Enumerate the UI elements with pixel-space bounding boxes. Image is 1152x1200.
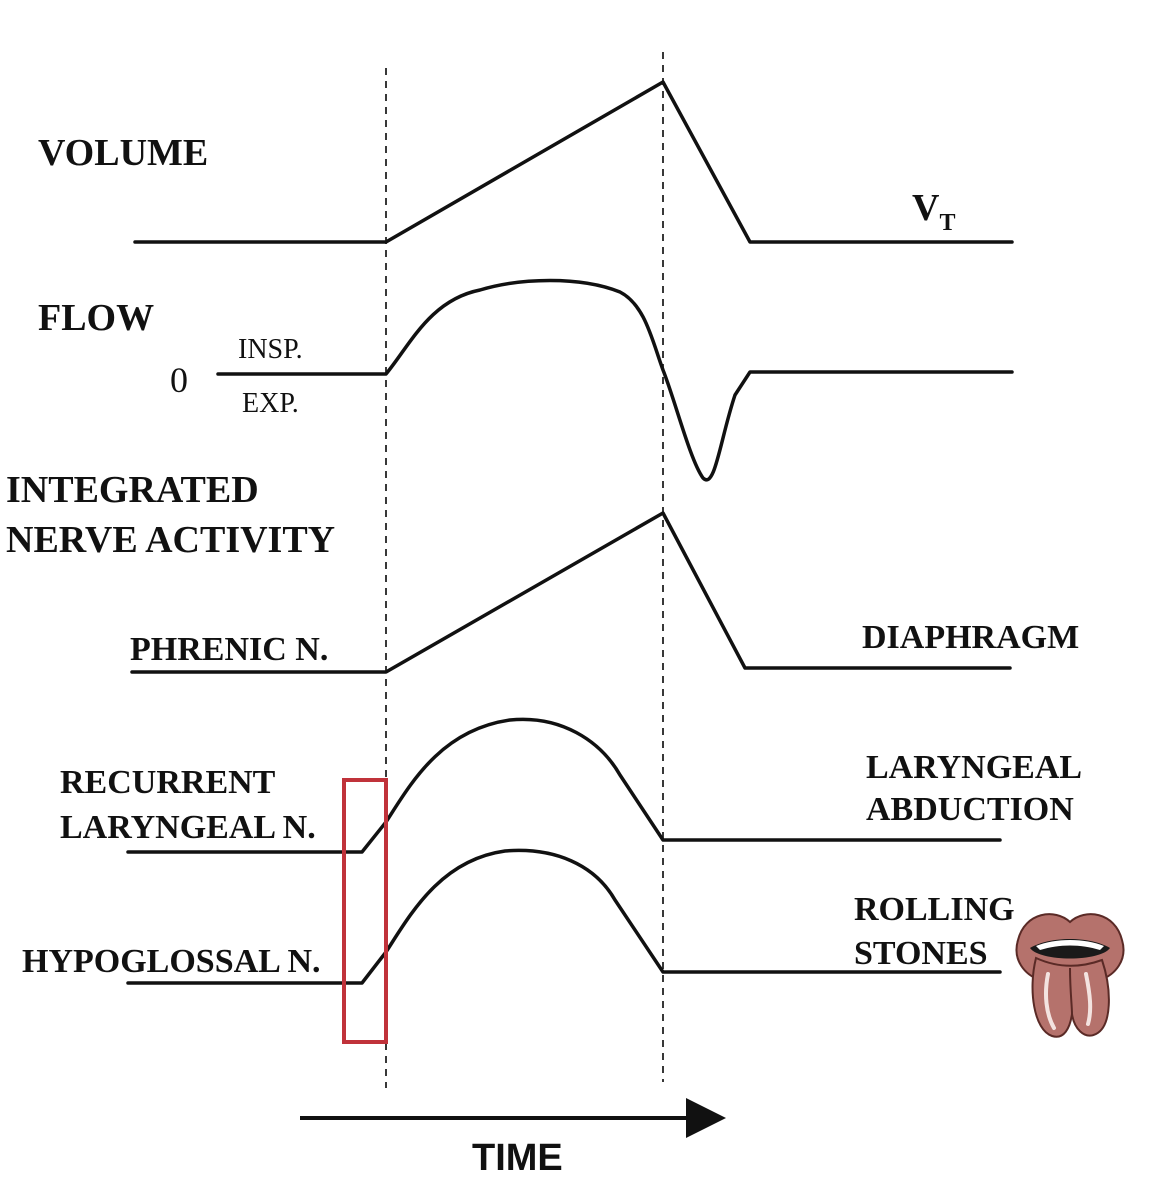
time-label: TIME (472, 1137, 563, 1179)
volume-label: VOLUME (38, 132, 208, 174)
diaphragm-label: DIAPHRAGM (862, 619, 1079, 656)
volume-trace (133, 80, 1014, 244)
recurrent-laryngeal-trace (126, 717, 1002, 854)
rolling-stones-label-line2: STONES (854, 935, 988, 972)
phrenic-label: PHRENIC N. (130, 631, 328, 668)
recurrent-laryngeal-label-line1: RECURRENT (60, 764, 276, 801)
flow-trace (216, 278, 1014, 482)
onset-highlight-box (342, 778, 388, 1044)
rolling-stones-label-line1: ROLLING (854, 891, 1015, 928)
exp-label: EXP. (242, 388, 299, 419)
hypoglossal-trace (126, 848, 1002, 985)
integrated-nerve-activity-label-line1: INTEGRATED (6, 469, 259, 511)
integrated-nerve-activity-label-line2: NERVE ACTIVITY (6, 519, 335, 561)
hypoglossal-label: HYPOGLOSSAL N. (22, 943, 321, 980)
laryngeal-abduction-label-line1: LARYNGEAL (866, 749, 1082, 786)
phrenic-trace (130, 511, 1012, 674)
laryngeal-abduction-label-line2: ABDUCTION (866, 791, 1074, 828)
recurrent-laryngeal-label-line2: LARYNGEAL N. (60, 809, 316, 846)
tidal-volume-label: VT (912, 187, 955, 236)
flow-label: FLOW (38, 297, 154, 339)
rolling-stones-tongue-icon (1015, 913, 1125, 1038)
insp-label: INSP. (238, 334, 303, 365)
flow-zero-label: 0 (170, 360, 188, 400)
